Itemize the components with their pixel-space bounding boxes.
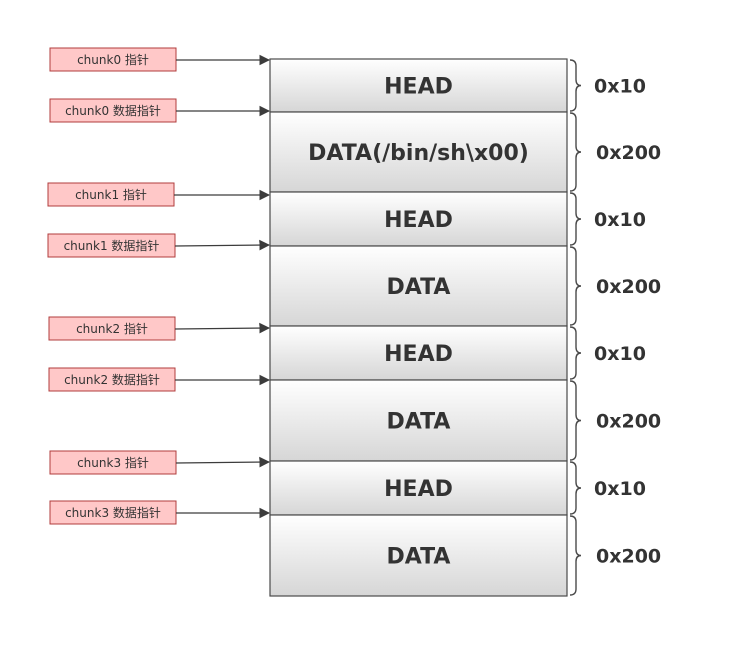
pointer-labels: chunk0 指针 chunk0 数据指针 chunk1 指针 chunk1 数据指针… xyxy=(47,47,271,525)
block-label: DATA xyxy=(387,275,451,300)
block-label: HEAD xyxy=(384,342,453,367)
block-rect xyxy=(269,514,568,597)
block-rect xyxy=(269,191,568,247)
pointer-text: chunk3 指针 xyxy=(77,455,149,470)
memory-column: HEAD DATA(/bin/sh\x00) HEAD DATA HEAD DATA HEA… xyxy=(269,58,568,597)
chunk-head-block: HEAD xyxy=(269,58,568,113)
size-brace xyxy=(569,59,582,112)
pointer-text: chunk3 数据指针 xyxy=(65,505,161,520)
size-label: 0x200 xyxy=(596,546,661,568)
block-label: HEAD xyxy=(384,208,453,233)
pointer-arrow xyxy=(174,239,271,251)
size-brace xyxy=(569,112,582,192)
chunk-data-block: DATA xyxy=(269,245,568,327)
size-label: 0x10 xyxy=(594,76,646,98)
block-label: DATA(/bin/sh\x00) xyxy=(308,141,529,166)
block-label: HEAD xyxy=(384,477,453,502)
chunk-head-block: HEAD xyxy=(269,191,568,247)
pointer-text: chunk1 指针 xyxy=(75,187,147,202)
block-label: DATA xyxy=(387,410,451,435)
block-rect xyxy=(269,325,568,381)
size-label: 0x200 xyxy=(596,142,661,164)
pointer-label: chunk0 指针 xyxy=(49,47,271,72)
pointer-label: chunk1 指针 xyxy=(47,182,271,207)
pointer-text: chunk2 数据指针 xyxy=(64,372,160,387)
pointer-label: chunk3 数据指针 xyxy=(49,500,271,525)
block-rect xyxy=(269,379,568,462)
pointer-label: chunk1 数据指针 xyxy=(47,233,271,258)
size-label: 0x10 xyxy=(594,478,646,500)
chunk-data-block: DATA xyxy=(269,514,568,597)
size-label: 0x10 xyxy=(594,209,646,231)
chunk-head-block: HEAD xyxy=(269,460,568,516)
size-brace xyxy=(569,192,582,246)
size-brace xyxy=(569,326,582,380)
size-brace xyxy=(569,461,582,515)
block-rect xyxy=(269,111,568,193)
chunk-data-block: DATA xyxy=(269,379,568,462)
pointer-text: chunk2 指针 xyxy=(76,321,148,336)
pointer-arrow xyxy=(175,456,271,468)
size-label: 0x10 xyxy=(594,343,646,365)
block-label: HEAD xyxy=(384,75,453,100)
chunk-head-block: HEAD xyxy=(269,325,568,381)
size-brace xyxy=(569,246,582,326)
size-brace xyxy=(569,380,582,461)
pointer-text: chunk0 数据指针 xyxy=(65,103,161,118)
block-label: DATA xyxy=(387,545,451,570)
chunk-data-block: DATA(/bin/sh\x00) xyxy=(269,111,568,193)
pointer-label: chunk3 指针 xyxy=(49,450,271,475)
pointer-label: chunk0 数据指针 xyxy=(49,98,271,123)
block-rect xyxy=(269,245,568,327)
pointer-label: chunk2 数据指针 xyxy=(48,367,271,392)
block-rect xyxy=(269,58,568,113)
size-brace xyxy=(569,515,582,596)
size-label: 0x200 xyxy=(596,411,661,433)
pointer-label: chunk2 指针 xyxy=(48,316,271,341)
size-label: 0x200 xyxy=(596,276,661,298)
pointer-arrow xyxy=(174,322,271,334)
pointer-text: chunk1 数据指针 xyxy=(64,238,160,253)
pointer-text: chunk0 指针 xyxy=(77,52,149,67)
size-braces: 0x10 0x200 0x10 0x200 0x10 0x200 0x10 0x200 xyxy=(569,59,661,596)
